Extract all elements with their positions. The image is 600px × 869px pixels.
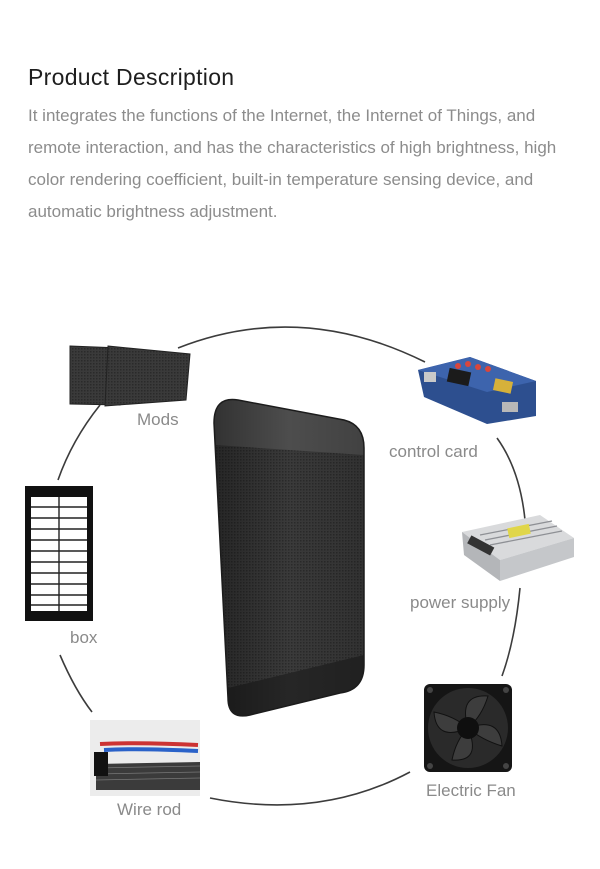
wire-rod-image <box>90 720 201 796</box>
power-supply-image <box>462 515 574 581</box>
mods-label: Mods <box>137 410 179 429</box>
product-description: It integrates the functions of the Inter… <box>28 106 557 221</box>
electric-fan-label: Electric Fan <box>426 781 516 800</box>
box-label: box <box>70 628 98 647</box>
mods-image <box>69 345 191 407</box>
section-title: Product Description <box>28 64 235 90</box>
electric-fan-image <box>424 684 512 772</box>
power-supply-label: power supply <box>410 593 511 612</box>
wire-rod-label: Wire rod <box>117 800 182 819</box>
box-image <box>25 486 93 621</box>
led-panel-image <box>213 398 365 717</box>
control-card-image <box>418 357 536 424</box>
connector-arcs <box>57 326 526 806</box>
control-card-label: control card <box>389 442 478 461</box>
